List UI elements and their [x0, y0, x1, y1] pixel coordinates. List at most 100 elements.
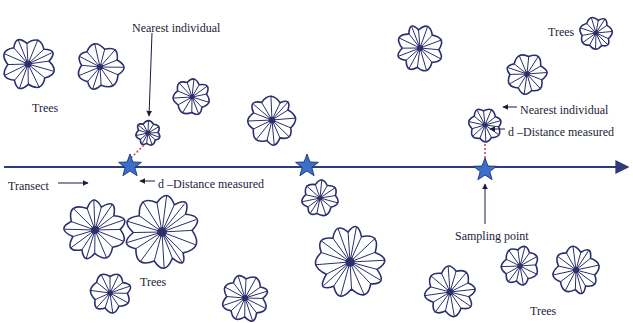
- label-text: Trees: [530, 304, 556, 318]
- trunk-dot: [517, 263, 522, 268]
- sampling-points: [119, 154, 497, 180]
- trunk-dot: [97, 64, 103, 70]
- sampling-star: [474, 158, 497, 180]
- tree-canopy: [4, 39, 54, 88]
- distance-line: [131, 145, 144, 158]
- canopy-rib: [162, 220, 196, 232]
- canopy-rib: [65, 229, 95, 231]
- tree-canopy: [553, 246, 599, 293]
- canopy-rib: [245, 291, 267, 298]
- canopy-rib: [595, 33, 596, 50]
- canopy-rib: [565, 270, 576, 291]
- canopy-rib: [95, 230, 107, 258]
- canopy-rib: [398, 48, 420, 56]
- trunk-dot: [318, 196, 323, 201]
- canopy-rib: [95, 44, 100, 67]
- canopy-rib: [28, 53, 52, 64]
- canopy-rib: [86, 230, 95, 259]
- canopy-outline: [553, 246, 599, 293]
- canopy-rib: [320, 198, 326, 216]
- label-text: Trees: [32, 101, 58, 115]
- tree-canopy: [469, 109, 501, 142]
- canopy-rib: [101, 274, 110, 293]
- canopy-rib: [557, 256, 576, 270]
- canopy-rib: [322, 241, 350, 262]
- canopy-outline: [126, 195, 197, 268]
- canopy-rib: [238, 276, 245, 298]
- canopy-rib: [341, 262, 350, 296]
- label-holder: Trees: [548, 22, 574, 40]
- trunk-dot: [417, 45, 423, 51]
- canopy-rib: [127, 232, 162, 242]
- canopy-rib: [435, 292, 450, 313]
- canopy-rib: [520, 266, 523, 285]
- canopy-outline: [248, 96, 296, 145]
- trunk-dot: [573, 267, 579, 273]
- canopy-rib: [223, 298, 245, 306]
- canopy-rib: [162, 232, 196, 245]
- canopy-rib: [425, 292, 450, 296]
- canopy-rib: [73, 209, 95, 230]
- trunk-dot: [24, 60, 31, 67]
- canopy-outline: [173, 79, 209, 115]
- canopy-outline: [316, 227, 385, 297]
- canopy-rib: [507, 67, 527, 74]
- label-text: Trees: [140, 275, 166, 289]
- canopy-rib: [95, 205, 112, 230]
- canopy-rib: [4, 64, 28, 76]
- canopy-rib: [28, 64, 39, 88]
- tree-canopy: [64, 200, 125, 259]
- canopy-rib: [96, 293, 110, 308]
- canopy-outline: [398, 26, 442, 71]
- canopy-rib: [576, 270, 582, 293]
- canopy-rib: [420, 48, 427, 71]
- label-holder: d –Distance measured: [158, 174, 264, 192]
- canopy-rib: [71, 230, 95, 248]
- trunk-dot: [594, 31, 599, 36]
- tree-canopy: [302, 179, 338, 215]
- label-text: Transect: [8, 179, 49, 193]
- canopy-outline: [223, 276, 268, 322]
- canopy-outline: [64, 200, 125, 259]
- tree-canopies: [4, 17, 613, 321]
- canopy-outline: [91, 274, 131, 313]
- canopy-outline: [469, 109, 501, 142]
- canopy-outline: [501, 246, 537, 285]
- sampling-star: [296, 154, 319, 176]
- tree-canopy: [507, 55, 547, 94]
- canopy-outline: [302, 180, 338, 216]
- canopy-rib: [253, 104, 272, 120]
- canopy-rib: [257, 120, 272, 139]
- canopy-rib: [350, 262, 364, 294]
- canopy-rib: [245, 298, 252, 320]
- label-text: Nearest individual: [520, 103, 608, 117]
- canopy-rib: [179, 83, 192, 97]
- canopy-rib: [302, 198, 320, 202]
- canopy-rib: [450, 289, 475, 292]
- trunk-dot: [345, 257, 354, 266]
- canopy-rib: [162, 232, 182, 262]
- label-holder: Transect: [8, 176, 49, 194]
- canopy-outline: [4, 40, 54, 89]
- tree-canopy: [90, 274, 131, 313]
- label-holder: Trees: [140, 272, 166, 290]
- label-text: Sampling point: [455, 229, 529, 243]
- canopy-rib: [310, 198, 320, 214]
- canopy-rib: [324, 262, 350, 285]
- canopy-rib: [576, 250, 589, 270]
- canopy-rib: [509, 250, 520, 266]
- canopy-rib: [78, 67, 100, 76]
- trunk-dot: [269, 117, 276, 124]
- canopy-rib: [306, 186, 320, 198]
- tree-canopy: [78, 44, 124, 90]
- label-holder: d –Distance measured: [508, 122, 614, 140]
- tree-canopy: [425, 266, 476, 317]
- trunk-dot: [190, 95, 195, 100]
- canopy-rib: [485, 125, 487, 142]
- canopy-rib: [248, 120, 272, 121]
- canopy-rib: [576, 265, 599, 270]
- transect-line: [4, 166, 628, 168]
- canopy-rib: [431, 276, 450, 292]
